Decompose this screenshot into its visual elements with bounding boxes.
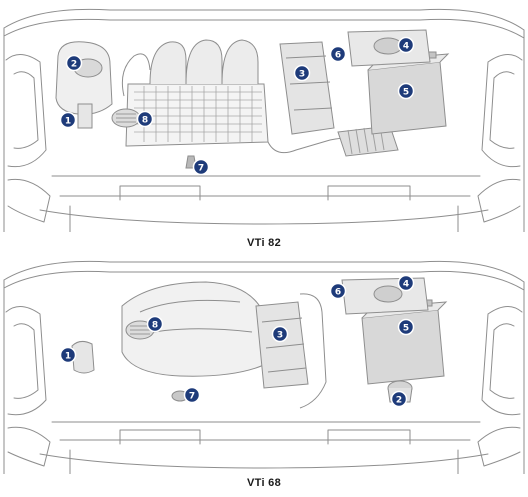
- marker-2[interactable]: 2: [65, 54, 83, 72]
- marker-label: 3: [299, 70, 305, 80]
- marker-7[interactable]: 7: [183, 386, 201, 404]
- marker-label: 5: [403, 324, 409, 334]
- marker-1[interactable]: 1: [59, 346, 77, 364]
- marker-7[interactable]: 7: [192, 158, 210, 176]
- marker-label: 7: [198, 164, 204, 174]
- marker-label: 1: [65, 352, 71, 362]
- marker-label: 1: [65, 117, 71, 127]
- marker-6[interactable]: 6: [329, 282, 347, 300]
- marker-6[interactable]: 6: [329, 45, 347, 63]
- brake-fluid-reservoir: [341, 277, 429, 315]
- marker-label: 8: [142, 116, 148, 126]
- marker-4[interactable]: 4: [397, 36, 415, 54]
- marker-label: 6: [335, 288, 341, 298]
- marker-3[interactable]: 3: [293, 64, 311, 82]
- marker-4[interactable]: 4: [397, 274, 415, 292]
- marker-label: 4: [403, 42, 409, 52]
- engine-block: [121, 39, 269, 147]
- engine-diagram-vti68: 1 2 3 4 5 6 7: [0, 252, 528, 497]
- marker-2[interactable]: 2: [390, 390, 408, 408]
- engine-diagram-vti82: 1 2 3 4 5 6 7: [3, 8, 525, 249]
- marker-label: 4: [403, 280, 409, 290]
- marker-label: 3: [277, 331, 283, 341]
- air-filter-box: [255, 293, 327, 409]
- marker-8[interactable]: 8: [136, 110, 154, 128]
- marker-label: 2: [71, 60, 77, 70]
- brake-fluid-reservoir: [347, 29, 431, 67]
- marker-5[interactable]: 5: [397, 82, 415, 100]
- marker-1[interactable]: 1: [59, 111, 77, 129]
- marker-label: 8: [152, 321, 158, 331]
- marker-label: 7: [189, 392, 195, 402]
- marker-8[interactable]: 8: [146, 315, 164, 333]
- engine-bay-illustration: 1 2 3 4 5 6 7: [3, 260, 525, 474]
- washer-reservoir: [71, 340, 95, 374]
- engine-bay-illustration: 1 2 3 4 5 6 7: [3, 8, 525, 232]
- marker-label: 2: [396, 396, 402, 406]
- marker-label: 6: [335, 51, 341, 61]
- diagram-caption: VTi 82: [246, 237, 281, 249]
- oil-filler-cap: [111, 108, 141, 128]
- diagram-caption: VTi 68: [246, 477, 281, 489]
- marker-label: 5: [403, 88, 409, 98]
- marker-3[interactable]: 3: [271, 325, 289, 343]
- marker-5[interactable]: 5: [397, 318, 415, 336]
